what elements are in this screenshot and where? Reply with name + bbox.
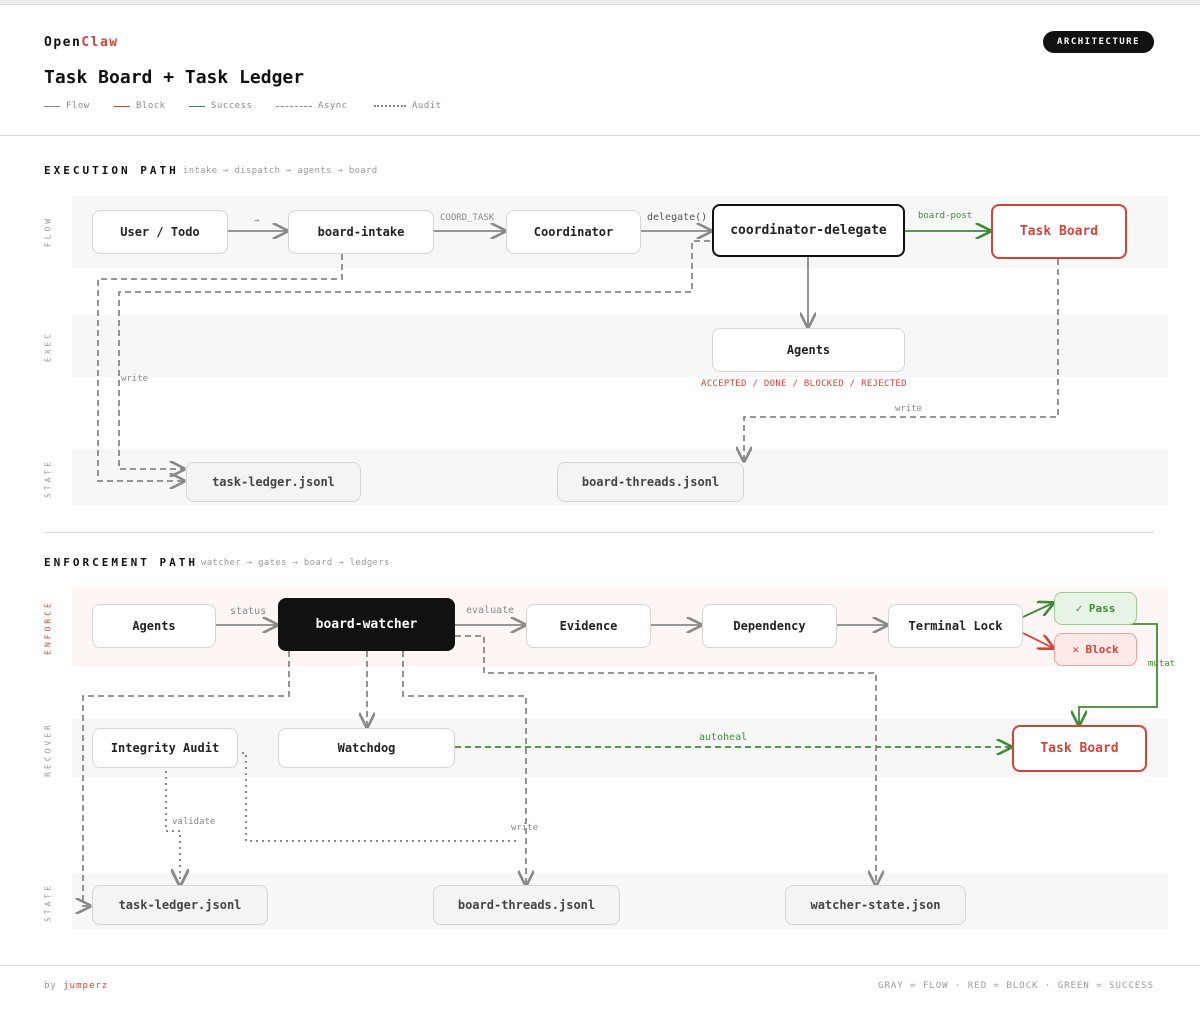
legend-block-swatch xyxy=(114,105,130,107)
label-delegate: delegate() xyxy=(647,212,708,223)
label-write: write xyxy=(511,823,539,833)
legend-block: Block xyxy=(114,101,166,111)
label-user-to-intake: → xyxy=(254,216,260,226)
legend-flow: Flow xyxy=(44,101,90,111)
node-coordinator: Coordinator xyxy=(506,210,641,254)
node-agents: Agents xyxy=(712,328,905,372)
execution-section-title: EXECUTION PATH xyxy=(44,164,179,177)
footer-color-key: GRAY = FLOW · RED = BLOCK · GREEN = SUCC… xyxy=(878,981,1154,991)
lane-exec xyxy=(72,315,1168,377)
label-status: status xyxy=(230,606,267,617)
agent-status-list: ACCEPTED / DONE / BLOCKED / REJECTED xyxy=(701,379,907,389)
connectors-layer xyxy=(0,5,1158,1021)
legend-async-swatch xyxy=(276,105,312,107)
edge-lock-to-pass xyxy=(1022,603,1053,618)
brand-logo: OpenClaw xyxy=(44,35,119,50)
edge-audit-write-threads xyxy=(230,752,520,842)
edge-intake-write-ledger xyxy=(97,254,343,481)
node-enforce-agents: Agents xyxy=(92,604,216,648)
legend-flow-swatch xyxy=(44,105,60,107)
legend-success: Success xyxy=(189,101,252,111)
node-watchdog: Watchdog xyxy=(278,728,455,768)
node-block: ✕ Block xyxy=(1054,633,1137,666)
header-divider xyxy=(0,135,1200,136)
edge-watcher-write-ledger xyxy=(83,651,290,906)
label-board-post: board-post xyxy=(918,211,973,221)
legend-async: Async xyxy=(276,101,348,111)
legend-flow-label: Flow xyxy=(66,101,90,111)
edge-lock-to-block xyxy=(1022,632,1053,648)
node-task-board: Task Board xyxy=(991,204,1127,259)
label-mutat: mutat xyxy=(1148,659,1176,669)
enforcement-section-subtitle: watcher → gates → board → ledgers xyxy=(201,558,390,568)
node-board-intake: board-intake xyxy=(288,210,434,254)
label-validate: validate xyxy=(172,817,216,827)
label-ledger-write: write xyxy=(121,374,149,384)
node-user-todo: User / Todo xyxy=(92,210,228,254)
footer-credit: by jumperz xyxy=(44,981,109,991)
node-terminal-lock: Terminal Lock xyxy=(888,604,1023,648)
node-integrity-audit: Integrity Audit xyxy=(92,728,238,768)
edge-audit-validate-ledger xyxy=(165,771,180,885)
legend-audit-label: Audit xyxy=(412,101,442,111)
node-board-watcher: board-watcher xyxy=(278,598,455,651)
node-pass: ✓ Pass xyxy=(1054,592,1137,625)
edge-watcher-write-threads xyxy=(402,651,526,885)
legend-audit-swatch xyxy=(374,105,406,107)
node-dependency: Dependency xyxy=(702,604,837,648)
legend-success-swatch xyxy=(189,105,205,107)
enforcement-section-title: ENFORCEMENT PATH xyxy=(44,556,198,569)
node-task-ledger: task-ledger.jsonl xyxy=(186,462,361,502)
diagram-canvas: OpenClaw Task Board + Task Ledger ARCHIT… xyxy=(0,4,1200,1021)
label-autoheal: autoheal xyxy=(699,732,748,743)
architecture-badge: ARCHITECTURE xyxy=(1043,31,1154,53)
edge-pass-mutate-taskboard xyxy=(1079,623,1158,725)
legend-async-label: Async xyxy=(318,101,348,111)
legend-block-label: Block xyxy=(136,101,166,111)
footer-divider xyxy=(0,965,1200,966)
edge-taskboard-write-threads xyxy=(744,259,1059,461)
section-divider xyxy=(44,532,1154,533)
label-evaluate: evaluate xyxy=(466,605,515,616)
node-board-threads: board-threads.jsonl xyxy=(557,462,744,502)
node-task-ledger-2: task-ledger.jsonl xyxy=(92,885,268,925)
node-evidence: Evidence xyxy=(526,604,651,648)
node-task-board-recover: Task Board xyxy=(1012,725,1147,772)
edge-delegate-write-ledger xyxy=(118,240,710,469)
node-coordinator-delegate: coordinator-delegate xyxy=(712,204,905,257)
label-threads-write: write xyxy=(895,404,923,414)
label-coord-task: COORD_TASK xyxy=(440,213,495,223)
lane-recover xyxy=(72,719,1168,777)
legend-audit: Audit xyxy=(374,101,442,111)
legend-success-label: Success xyxy=(211,101,253,111)
node-watcher-state: watcher-state.json xyxy=(785,885,966,925)
page-title: Task Board + Task Ledger xyxy=(44,67,305,88)
footer-author: jumperz xyxy=(63,981,109,991)
node-board-threads-2: board-threads.jsonl xyxy=(433,885,620,925)
execution-section-subtitle: intake → dispatch → agents → board xyxy=(183,166,378,176)
edge-watcher-write-state xyxy=(455,635,876,885)
